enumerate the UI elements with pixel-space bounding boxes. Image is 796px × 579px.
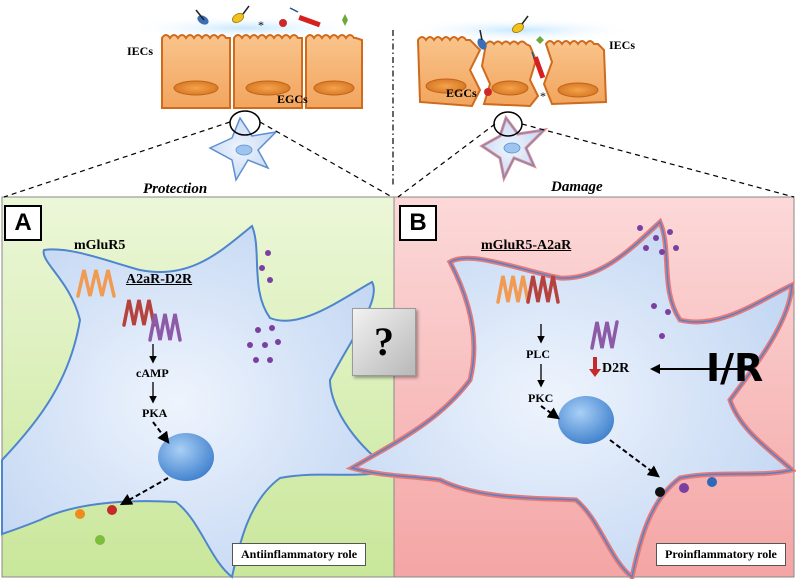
vesicles-a bbox=[247, 250, 281, 363]
egcs-label-left: EGCs bbox=[277, 92, 308, 106]
svg-text:*: * bbox=[540, 89, 546, 103]
question-box: ? bbox=[352, 308, 416, 376]
pka-label: PKA bbox=[142, 406, 168, 420]
pathway-arrows-a bbox=[119, 344, 170, 506]
mglur5-a2ar-label: mGluR5-A2aR bbox=[481, 238, 572, 253]
protection-title: Protection bbox=[143, 181, 208, 197]
proinflammatory-role-label: Proinflammatory role bbox=[656, 543, 786, 566]
pathway-arrows-b bbox=[537, 324, 748, 478]
mglur5-a2ar-receptor-b bbox=[496, 275, 560, 304]
d2r-receptor-b bbox=[590, 320, 619, 350]
a2ar-receptor-a bbox=[122, 299, 156, 327]
camp-label: cAMP bbox=[136, 366, 169, 380]
antiinflammatory-role-label: Antiinflammatory role bbox=[232, 543, 367, 566]
a2ar-d2r-label: A2aR-D2R bbox=[126, 272, 193, 287]
luminal-bacteria-left: * bbox=[195, 5, 348, 32]
released-cytokines-b bbox=[655, 477, 717, 497]
panel-a-letter: A bbox=[4, 205, 42, 241]
released-cytokines-a bbox=[75, 505, 117, 545]
vesicles-b bbox=[637, 225, 679, 339]
luminal-bacteria-right bbox=[477, 15, 546, 79]
glial-cell-b bbox=[345, 217, 796, 579]
zoom-lines bbox=[3, 121, 795, 198]
small-egc-right bbox=[479, 111, 549, 183]
mglur5-label-a: mGluR5 bbox=[74, 238, 126, 253]
pkc-label: PKC bbox=[528, 391, 554, 405]
d2r-label-b: D2R bbox=[602, 361, 630, 376]
iecs-label-right: IECs bbox=[609, 38, 636, 52]
small-egc-left bbox=[208, 110, 279, 183]
panel-b-letter: B bbox=[399, 205, 437, 241]
damage-title: Damage bbox=[551, 179, 603, 195]
glial-cell-a bbox=[1, 224, 395, 579]
decrease-arrow bbox=[589, 357, 601, 377]
d2r-receptor-a bbox=[148, 313, 182, 342]
epithelium-healthy bbox=[125, 16, 365, 109]
plc-label: PLC bbox=[526, 347, 550, 361]
epithelium-damaged: * bbox=[400, 18, 640, 108]
svg-text:*: * bbox=[258, 18, 264, 32]
iecs-label-left: IECs bbox=[127, 44, 154, 58]
mglur5-receptor-a bbox=[76, 269, 116, 298]
ischemia-reperfusion-label: I/R bbox=[706, 346, 764, 390]
egcs-label-right: EGCs bbox=[446, 86, 477, 100]
